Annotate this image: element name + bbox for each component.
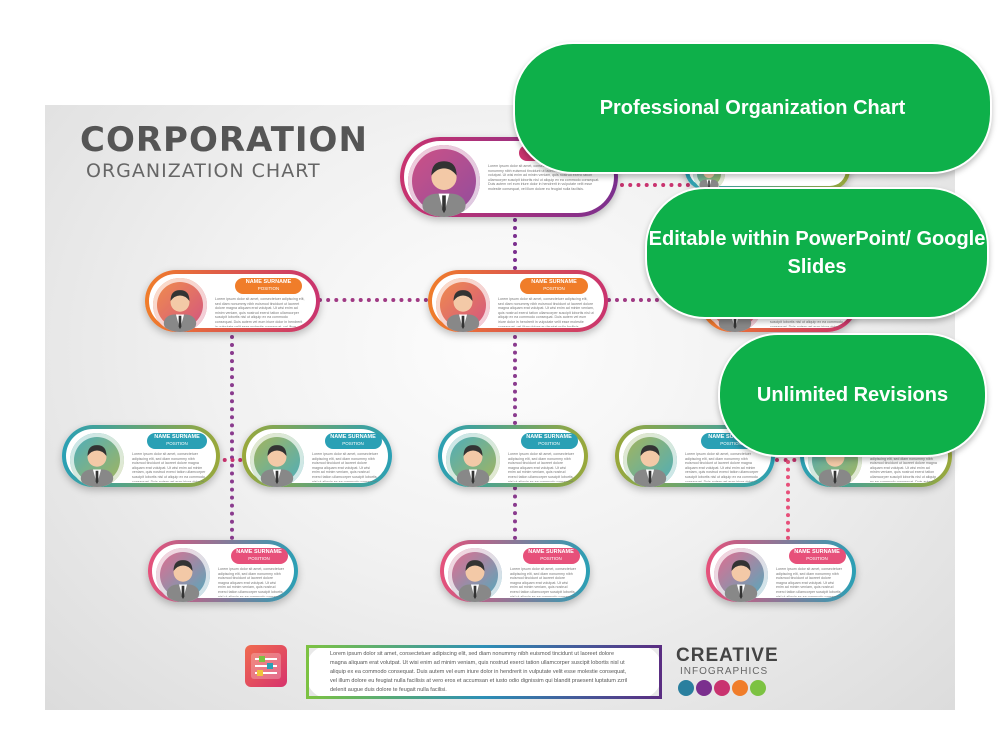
person-avatar-icon — [448, 548, 502, 602]
person-position: POSITION — [538, 441, 560, 446]
brand-dot — [750, 680, 766, 696]
feature-badge-editable: Editable within PowerPoint/ Google Slide… — [645, 187, 989, 319]
connector — [513, 218, 517, 270]
brand-logo-text: CREATIVE — [676, 645, 779, 666]
person-avatar-icon — [714, 548, 768, 602]
connector — [513, 335, 517, 425]
person-avatar-icon — [153, 278, 207, 332]
connector — [318, 298, 428, 302]
connector — [215, 458, 250, 462]
person-avatar-icon — [623, 433, 677, 487]
person-description: Lorem ipsum dolor sit amet, consectetuer… — [132, 452, 206, 482]
person-description: Lorem ipsum dolor sit amet, consectetuer… — [510, 567, 576, 597]
person-name: NAME SURNAME — [794, 549, 840, 555]
person-position: POSITION — [342, 441, 364, 446]
footer-text-frame-inner — [309, 648, 651, 690]
person-name: NAME SURNAME — [528, 549, 574, 555]
connector — [775, 458, 805, 462]
chart-title: CORPORATION — [80, 120, 368, 160]
person-position: POSITION — [806, 556, 828, 561]
person-position: POSITION — [248, 556, 270, 561]
person-description: Lorem ipsum dolor sit amet, consectetuer… — [776, 567, 842, 597]
person-position: POSITION — [543, 286, 565, 291]
footer-text: Lorem ipsum dolor sit amet, consectetuer… — [330, 651, 628, 693]
person-description: Lorem ipsum dolor sit amet, consectetuer… — [218, 567, 284, 597]
brand-logo-subtext: INFOGRAPHICS — [680, 666, 769, 677]
person-description: Lorem ipsum dolor sit amet, consectetuer… — [215, 297, 305, 327]
person-position: POSITION — [720, 441, 742, 446]
person-name: NAME SURNAME — [330, 434, 376, 440]
person-avatar-icon — [250, 433, 304, 487]
person-position: POSITION — [257, 286, 280, 291]
connector — [230, 335, 234, 540]
feature-badge-professional: Professional Organization Chart — [513, 42, 992, 174]
person-avatar-icon — [156, 548, 210, 602]
brand-dot — [732, 680, 748, 696]
person-avatar-icon — [436, 278, 490, 332]
chart-subtitle: ORGANIZATION CHART — [86, 160, 321, 182]
person-name: NAME SURNAME — [526, 434, 572, 440]
connector — [607, 298, 707, 302]
connector — [786, 460, 790, 540]
person-name: NAME SURNAME — [236, 549, 282, 555]
person-description: Lorem ipsum dolor sit amet, consectetuer… — [508, 452, 574, 482]
person-avatar-icon — [70, 433, 124, 487]
feature-badge-revisions: Unlimited Revisions — [718, 333, 987, 457]
person-name: NAME SURNAME — [531, 279, 577, 285]
person-description: Lorem ipsum dolor sit amet, consectetuer… — [685, 452, 759, 482]
person-name: NAME SURNAME — [154, 434, 200, 440]
person-name: NAME SURNAME — [708, 434, 754, 440]
connector — [620, 183, 690, 187]
brand-dot — [714, 680, 730, 696]
person-avatar-icon — [446, 433, 500, 487]
person-description: Lorem ipsum dolor sit amet, consectetuer… — [488, 164, 601, 191]
person-avatar-icon — [408, 145, 480, 217]
brand-dot — [696, 680, 712, 696]
person-name: NAME SURNAME — [245, 279, 292, 285]
brand-dot — [678, 680, 694, 696]
settings-sliders-icon — [245, 645, 287, 687]
person-description: Lorem ipsum dolor sit amet, consectetuer… — [312, 452, 378, 482]
person-description: Lorem ipsum dolor sit amet, consectetuer… — [498, 297, 594, 327]
connector — [513, 478, 517, 540]
person-position: POSITION — [540, 556, 562, 561]
person-position: POSITION — [166, 441, 188, 446]
